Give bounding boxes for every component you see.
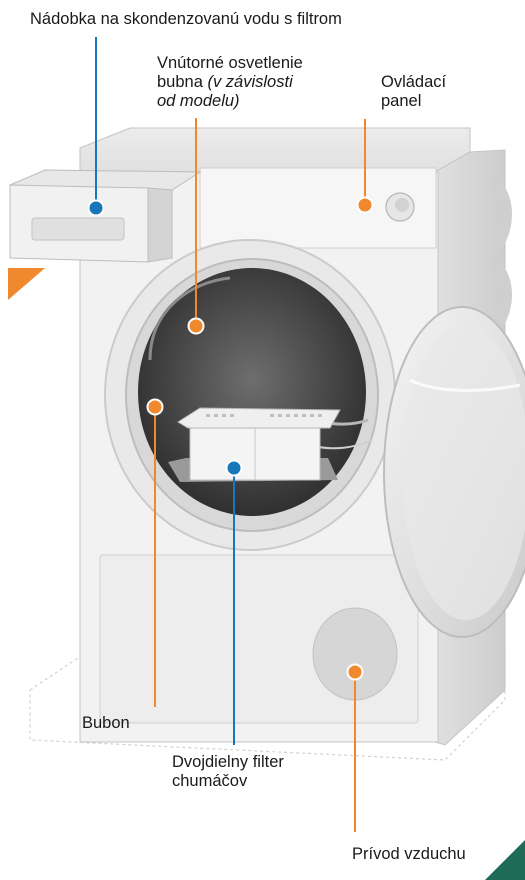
label-fluff-filter-line1: Dvojdielny filter — [172, 753, 284, 772]
label-drum-light: Vnútorné osvetlenie bubna (v závislosti … — [157, 54, 303, 111]
label-control-panel-line1: Ovládací — [381, 73, 446, 92]
label-drum-light-line3: od modelu) — [157, 92, 303, 111]
fluff-filter — [168, 408, 340, 482]
marker-drum — [148, 400, 163, 415]
label-air-intake: Prívod vzduchu — [352, 845, 466, 864]
label-drum-light-line2-plain: bubna — [157, 73, 207, 91]
label-drum: Bubon — [82, 714, 130, 733]
label-condensate-container: Nádobka na skondenzovanú vodu s filtrom — [30, 10, 342, 29]
label-control-panel: Ovládací panel — [381, 73, 446, 111]
label-fluff-filter-line2: chumáčov — [172, 772, 284, 791]
label-drum-light-line2: bubna (v závislosti — [157, 73, 303, 92]
label-drum-light-line2-italic: (v závislosti — [207, 73, 292, 91]
marker-condensate — [89, 201, 104, 216]
label-drum-light-line1: Vnútorné osvetlenie — [157, 54, 303, 73]
label-control-panel-line2: panel — [381, 92, 446, 111]
condensate-drawer — [10, 170, 200, 262]
marker-drum-light — [189, 319, 204, 334]
drum-opening — [105, 240, 395, 550]
corner-triangle-orange — [8, 268, 45, 300]
label-fluff-filter: Dvojdielny filter chumáčov — [172, 753, 284, 791]
marker-fluff-filter — [227, 461, 242, 476]
marker-control-panel — [358, 198, 373, 213]
corner-triangle-green — [485, 840, 525, 880]
marker-air-intake — [348, 665, 363, 680]
